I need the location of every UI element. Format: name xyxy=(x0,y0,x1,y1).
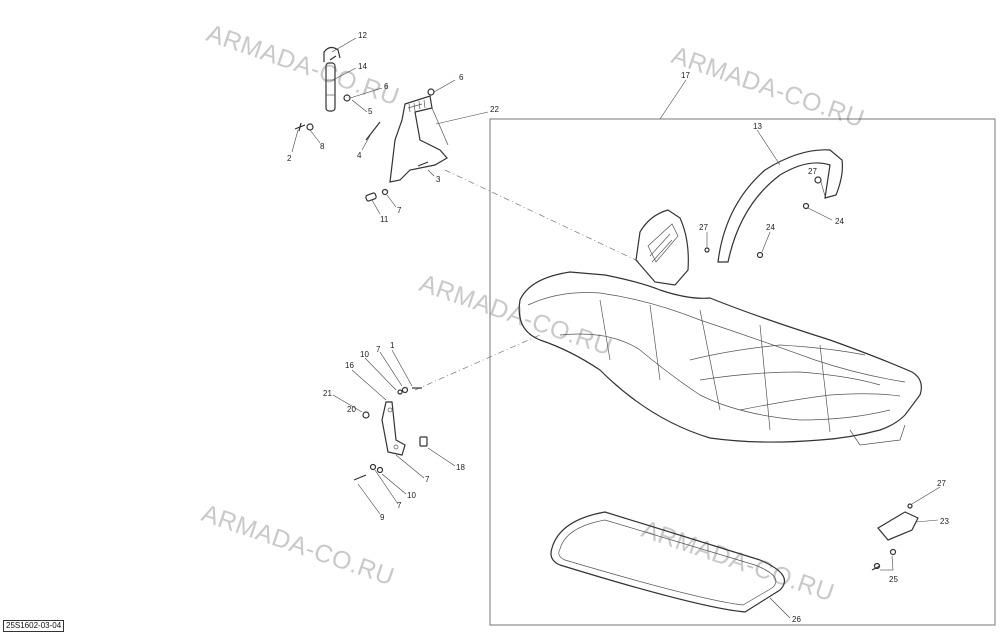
grab-handle xyxy=(704,129,843,263)
callout-12: 12 xyxy=(358,31,367,40)
callout-5: 5 xyxy=(368,107,373,116)
seat-seal xyxy=(550,511,791,619)
callout-27: 27 xyxy=(808,167,817,176)
callout-10: 10 xyxy=(407,491,416,500)
assembly-frame xyxy=(489,118,996,626)
callout-21: 21 xyxy=(323,389,332,398)
callout-6: 6 xyxy=(384,82,389,91)
callout-9: 9 xyxy=(380,513,385,522)
callout-3: 3 xyxy=(436,175,441,184)
callout-24: 24 xyxy=(835,217,844,226)
callout-7: 7 xyxy=(376,345,381,354)
callout-6: 6 xyxy=(459,73,464,82)
callout-11: 11 xyxy=(380,215,389,224)
callout-8: 8 xyxy=(320,142,325,151)
callout-14: 14 xyxy=(358,62,367,71)
watermark: ARMADA-CO.RU xyxy=(203,19,403,111)
latch-assembly xyxy=(332,349,456,515)
watermark: ARMADA-CO.RU xyxy=(416,269,616,361)
seat xyxy=(518,209,922,446)
watermarks: ARMADA-CO.RU ARMADA-CO.RU ARMADA-CO.RU A… xyxy=(198,19,868,607)
callout-17: 17 xyxy=(681,71,690,80)
latch-plate xyxy=(871,486,941,571)
callout-2: 2 xyxy=(287,154,292,163)
callout-20: 20 xyxy=(347,405,356,414)
callout-10: 10 xyxy=(360,350,369,359)
callout-26: 26 xyxy=(792,615,801,624)
callout-18: 18 xyxy=(456,463,465,472)
callout-23: 23 xyxy=(940,517,949,526)
callout-numbers: 12 14 6 5 6 22 2 8 4 3 7 11 17 13 27 24 … xyxy=(287,31,949,624)
backrest-bracket-assembly xyxy=(291,37,489,215)
callout-16: 16 xyxy=(345,361,354,370)
callout-24: 24 xyxy=(766,223,775,232)
callout-27: 27 xyxy=(699,223,708,232)
callout-4: 4 xyxy=(357,151,362,160)
alignment-lines xyxy=(414,169,641,391)
callout-7: 7 xyxy=(425,475,430,484)
callout-13: 13 xyxy=(753,122,762,131)
callout-25: 25 xyxy=(889,575,898,584)
callout-7: 7 xyxy=(397,206,402,215)
watermark: ARMADA-CO.RU xyxy=(198,499,398,591)
diagram-code-label: 25S1602-03-04 xyxy=(3,620,65,632)
callout-7: 7 xyxy=(397,501,402,510)
callout-1: 1 xyxy=(390,341,395,350)
callout-22: 22 xyxy=(490,105,499,114)
watermark: ARMADA-CO.RU xyxy=(668,41,868,133)
callout-27: 27 xyxy=(937,479,946,488)
assembly-leader xyxy=(659,79,687,120)
watermark: ARMADA-CO.RU xyxy=(638,515,838,607)
